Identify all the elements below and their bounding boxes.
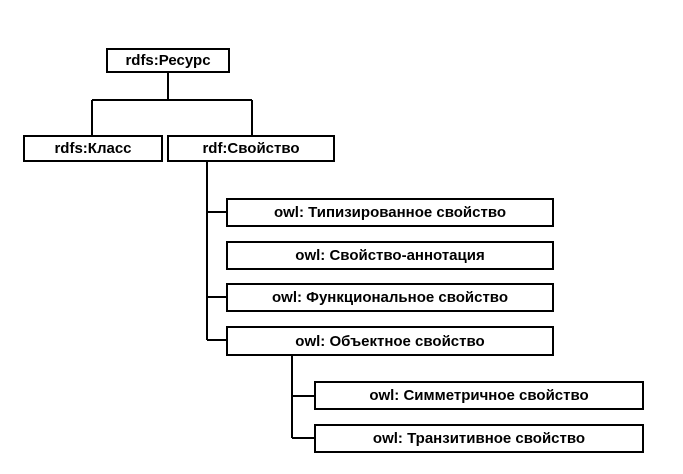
node-rdfs-class: rdfs:Класс [23, 135, 163, 162]
node-owl-symmetric-property: owl: Симметричное свойство [314, 381, 644, 410]
node-owl-functional-property: owl: Функциональное свойство [226, 283, 554, 312]
node-owl-annotation-property: owl: Свойство-аннотация [226, 241, 554, 270]
node-rdf-property: rdf:Свойство [167, 135, 335, 162]
node-rdfs-resource: rdfs:Ресурс [106, 48, 230, 73]
node-owl-object-property: owl: Объектное свойство [226, 326, 554, 356]
node-owl-datatype-property: owl: Типизированное свойство [226, 198, 554, 227]
node-owl-transitive-property: owl: Транзитивное свойство [314, 424, 644, 453]
